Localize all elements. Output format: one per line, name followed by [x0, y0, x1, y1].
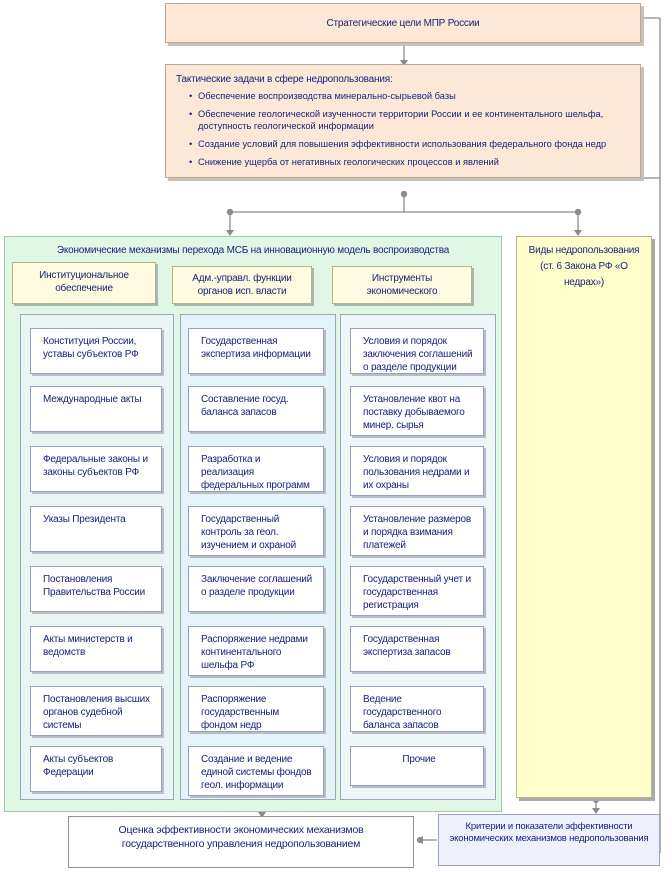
admin-item: Составление госуд. баланса запасов — [188, 386, 324, 432]
tactical-task-item: Создание условий для повышения эффективн… — [189, 138, 634, 150]
subsoil-types-box: Виды недропользования (ст. 6 Закона РФ «… — [516, 236, 652, 798]
admin-header: Адм.-управл. функции органов исп. власти — [172, 266, 312, 304]
admin-item: Создание и ведение единой системы фондов… — [188, 746, 324, 796]
institutional-item: Постановления Правительства России — [30, 566, 162, 612]
instrument-item: Прочие — [350, 746, 484, 786]
admin-item: Разработка и реализация федеральных прог… — [188, 446, 324, 492]
institutional-header: Институциональное обеспечение — [12, 262, 156, 304]
admin-item: Распоряжение недрами континентального ше… — [188, 626, 324, 676]
instrument-item: Государственная экспертиза запасов — [350, 626, 484, 672]
admin-item: Государственный контроль за геол. изучен… — [188, 506, 324, 556]
tactical-tasks-list: Обеспечение воспроизводства минерально-с… — [176, 90, 634, 168]
economic-mechanisms-title: Экономические механизмы перехода МСБ на … — [56, 245, 450, 256]
admin-item: Государственная экспертиза информации — [188, 328, 324, 374]
institutional-item: Международные акты — [30, 386, 162, 432]
admin-item: Заключение соглашений о разделе продукци… — [188, 566, 324, 612]
institutional-item: Федеральные законы и законы субъектов РФ — [30, 446, 162, 492]
instrument-item: Ведение государственного баланса запасов — [350, 686, 484, 732]
tactical-tasks-box: Тактические задачи в сфере недропользова… — [165, 64, 641, 178]
subsoil-types-label: Виды недропользования (ст. 6 Закона РФ «… — [528, 245, 640, 288]
instrument-item: Установление размеров и порядка взимания… — [350, 506, 484, 556]
institutional-item: Акты субъектов Федерации — [30, 746, 162, 792]
institutional-item: Постановления высших органов судебной си… — [30, 686, 162, 736]
instrument-item: Условия и порядок пользования недрами и … — [350, 446, 484, 496]
criteria-label: Критерии и показатели эффективности экон… — [449, 821, 649, 844]
institutional-header-label: Институциональное обеспечение — [39, 270, 129, 294]
institutional-item: Акты министерств и ведомств — [30, 626, 162, 672]
tactical-task-item: Обеспечение геологической изученности те… — [189, 108, 634, 132]
admin-item: Распоряжение государственным фондом недр — [188, 686, 324, 732]
instrument-item: Государственный учет и государственная р… — [350, 566, 484, 616]
institutional-item: Указы Президента — [30, 506, 162, 552]
criteria-box: Критерии и показатели эффективности экон… — [438, 814, 660, 866]
tactical-task-item: Обеспечение воспроизводства минерально-с… — [189, 90, 634, 102]
instrument-item: Условия и порядок заключения соглашений … — [350, 328, 484, 374]
instruments-header-label: Инструменты экономического — [366, 273, 438, 297]
admin-header-label: Адм.-управл. функции органов исп. власти — [192, 273, 292, 297]
instrument-item: Установление квот на поставку добываемог… — [350, 386, 484, 436]
institutional-item: Конституция России, уставы субъектов РФ — [30, 328, 162, 374]
evaluation-box: Оценка эффективности экономических механ… — [68, 816, 414, 868]
tactical-task-item: Снижение ущерба от негативных геологичес… — [189, 156, 634, 168]
strategic-goals-box: Стратегические цели МПР России — [165, 3, 641, 43]
instruments-header: Инструменты экономического — [332, 266, 472, 304]
evaluation-label: Оценка эффективности экономических механ… — [118, 824, 364, 850]
strategic-goals-label: Стратегические цели МПР России — [326, 18, 480, 29]
tactical-tasks-title: Тактические задачи в сфере недропользова… — [176, 74, 393, 85]
